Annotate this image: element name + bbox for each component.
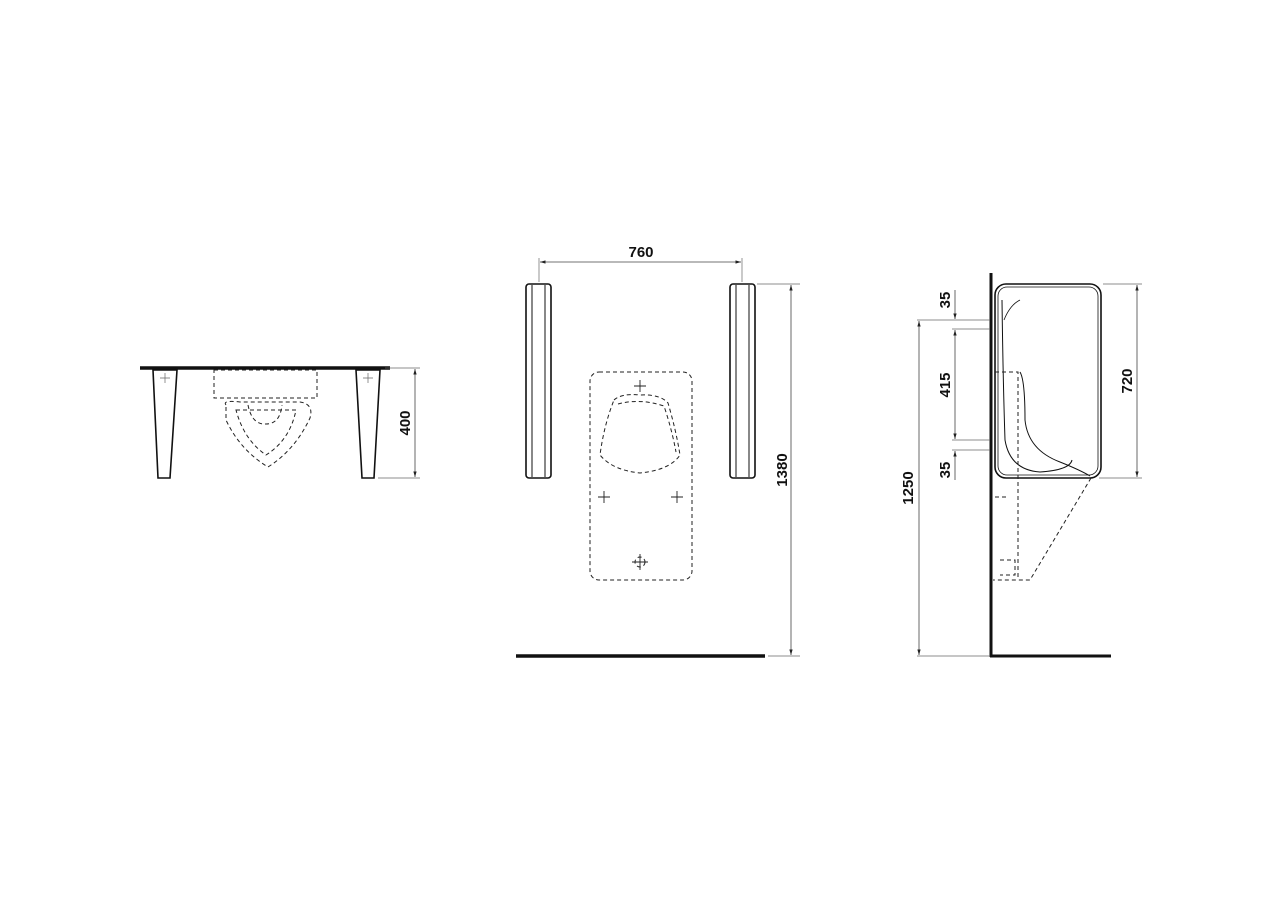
urinal-inner-edge (997, 286, 1099, 476)
dimension-1250: 1250 (900, 471, 917, 504)
left-post (525, 283, 552, 479)
front-view: 400 (140, 366, 420, 479)
right-post-edges (735, 285, 750, 477)
bowl-profile (1001, 299, 1073, 473)
hidden-bowl-inner (235, 409, 297, 456)
left-post-edges (531, 285, 546, 477)
left-leg (152, 369, 178, 479)
fixing-point-marks (598, 380, 683, 570)
dimension-400: 400 (397, 410, 414, 435)
hidden-bowl-outer (599, 394, 681, 474)
dimension-720: 720 (1119, 368, 1136, 393)
hidden-back-profile (993, 477, 1092, 581)
right-post (729, 283, 756, 479)
hidden-cistern (995, 371, 1019, 580)
hidden-fittings (995, 496, 1016, 576)
hidden-bowl-inner (617, 400, 677, 453)
right-leg (355, 369, 381, 479)
dimension-35-top: 35 (937, 292, 954, 309)
spreader-profile (1003, 299, 1021, 321)
dimension-415: 415 (937, 372, 954, 397)
plan-view: 760 1380 (516, 244, 800, 658)
hidden-mounting-plate (589, 371, 693, 581)
hidden-outlet (247, 404, 283, 425)
hidden-bowl-outer (224, 400, 312, 468)
hidden-cistern-outline (213, 369, 318, 399)
bowl-inner-profile (1019, 371, 1091, 477)
leg-fixing-marks (160, 373, 373, 383)
dimension-1380: 1380 (774, 453, 791, 486)
dimension-760: 760 (628, 244, 653, 261)
side-view: 720 35 415 35 1250 (900, 273, 1142, 658)
dimension-35-bottom: 35 (937, 462, 954, 479)
urinal-body (994, 283, 1102, 479)
